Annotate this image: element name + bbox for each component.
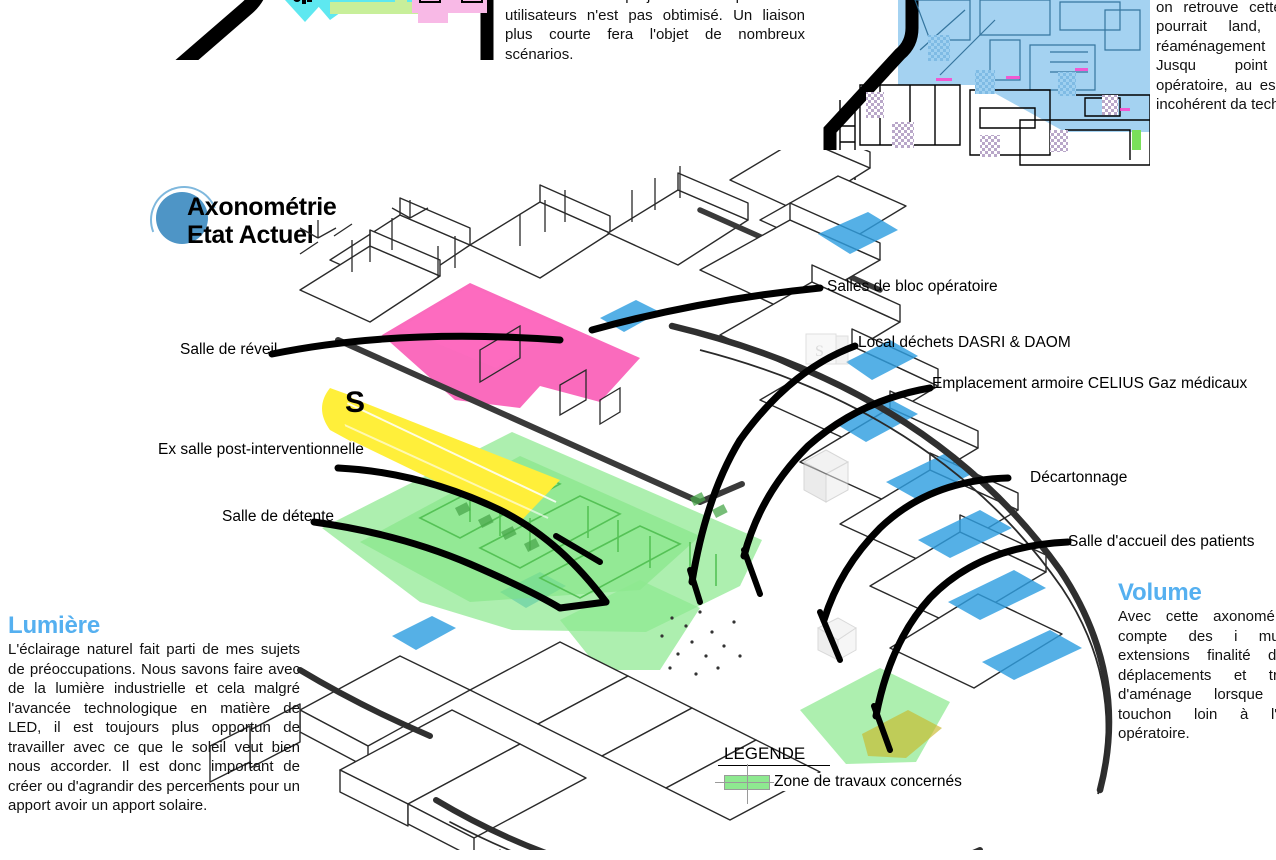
legend-item: Zone de travaux concernés	[715, 763, 978, 804]
zone-salle-de-reveil	[382, 283, 640, 408]
top-right-text-block: d'hygiène. Entre les espace on retrouve …	[1156, 0, 1276, 115]
callout-salle-de-reveil: Salle de réveil	[180, 341, 277, 359]
lumiere-block: Lumière L'éclairage naturel fait parti d…	[8, 613, 300, 816]
title-line-2: Etat Actuel	[187, 221, 314, 249]
leader-decartonnage	[820, 474, 1012, 624]
callout-label: Salle d'accueil des patients	[1068, 533, 1255, 550]
sun-marker-label: S	[345, 386, 365, 419]
callout-armoire-celius: Emplacement armoire CELIUS Gaz médicaux	[932, 375, 1247, 393]
courtyard-gravel	[660, 610, 742, 676]
leader-tip-detente	[553, 533, 603, 565]
callout-decartonnage: Décartonnage	[1030, 469, 1127, 487]
armoire-icon	[802, 449, 850, 503]
legend-item-label: Zone de travaux concernés	[774, 773, 962, 791]
callout-ex-salle-post-interventionnelle: Ex salle post-interventionnelle	[158, 441, 364, 459]
lumiere-paragraph: L'éclairage naturel fait parti de mes su…	[8, 641, 300, 814]
leader-celius	[740, 384, 934, 560]
title-line-1: Axonométrie	[187, 193, 337, 221]
plan-symbol-icons	[293, 0, 312, 4]
volume-paragraph: Avec cette axonomé bien compte des i mul…	[1118, 608, 1276, 742]
leader-lines	[268, 284, 1072, 753]
leader-salle-accueil	[872, 538, 1072, 720]
callout-label: Salle de réveil	[180, 341, 278, 358]
top-center-text-block: circulations avant projet. Le circuit pa…	[505, 0, 805, 64]
legend: LEGENDE Zone de travaux concernés	[715, 744, 978, 806]
leader-salle-detente	[310, 518, 564, 612]
leader-tip-celius	[741, 547, 763, 597]
leader-tip-accueil	[871, 703, 893, 753]
callout-salles-de-bloc-operatoire: Salles de bloc opératoire	[827, 278, 998, 296]
leader-salle-de-reveil	[268, 332, 564, 358]
page-title: Axonométrie Etat Actuel	[139, 175, 480, 266]
top-center-paragraph: circulations avant projet. Le circuit pa…	[505, 0, 805, 63]
title-circle-icon	[156, 192, 208, 244]
plan-rooms-pink	[412, 0, 487, 23]
callout-salle-accueil-patients: Salle d'accueil des patients	[1068, 533, 1255, 551]
callout-label: Emplacement armoire CELIUS Gaz médicaux	[932, 375, 1248, 392]
svg-text:S: S	[815, 343, 824, 360]
top-left-plan-fragment	[0, 0, 500, 60]
leader-salles-bloc	[588, 284, 824, 334]
sun-ray-marker	[322, 388, 560, 522]
volume-heading: Volume	[1118, 579, 1202, 606]
plan-furniture	[419, 0, 483, 3]
lumiere-heading: Lumière	[8, 612, 100, 639]
callout-label: Local déchets DASRI & DAOM	[858, 334, 1071, 351]
leader-ex-salle-post	[334, 464, 610, 606]
title-text: Axonométrie Etat Actuel	[187, 193, 337, 249]
callout-label: Ex salle post-interventionnelle	[158, 441, 364, 458]
leader-tip-decartonnage	[817, 609, 843, 663]
plan-rooms-green	[330, 0, 418, 14]
legend-swatch-green	[715, 763, 781, 804]
axonometric-drawing: S S	[0, 150, 1276, 850]
leader-local-dechets	[688, 342, 859, 586]
callout-label: Salle de détente	[222, 508, 335, 525]
volume-block: Volume Avec cette axonomé bien compte de…	[1118, 580, 1276, 744]
top-right-paragraph: d'hygiène. Entre les espace on retrouve …	[1156, 0, 1276, 113]
callout-salle-de-detente: Salle de détente	[222, 508, 334, 526]
callout-label: Salles de bloc opératoire	[827, 278, 998, 295]
callout-label: Décartonnage	[1030, 469, 1128, 486]
callout-local-dechets: Local déchets DASRI & DAOM	[858, 334, 1071, 352]
leader-tip-dechets	[687, 567, 703, 605]
top-right-plan-fragment	[820, 0, 1150, 190]
legend-title: LEGENDE	[718, 744, 830, 766]
leader-join	[556, 598, 610, 612]
